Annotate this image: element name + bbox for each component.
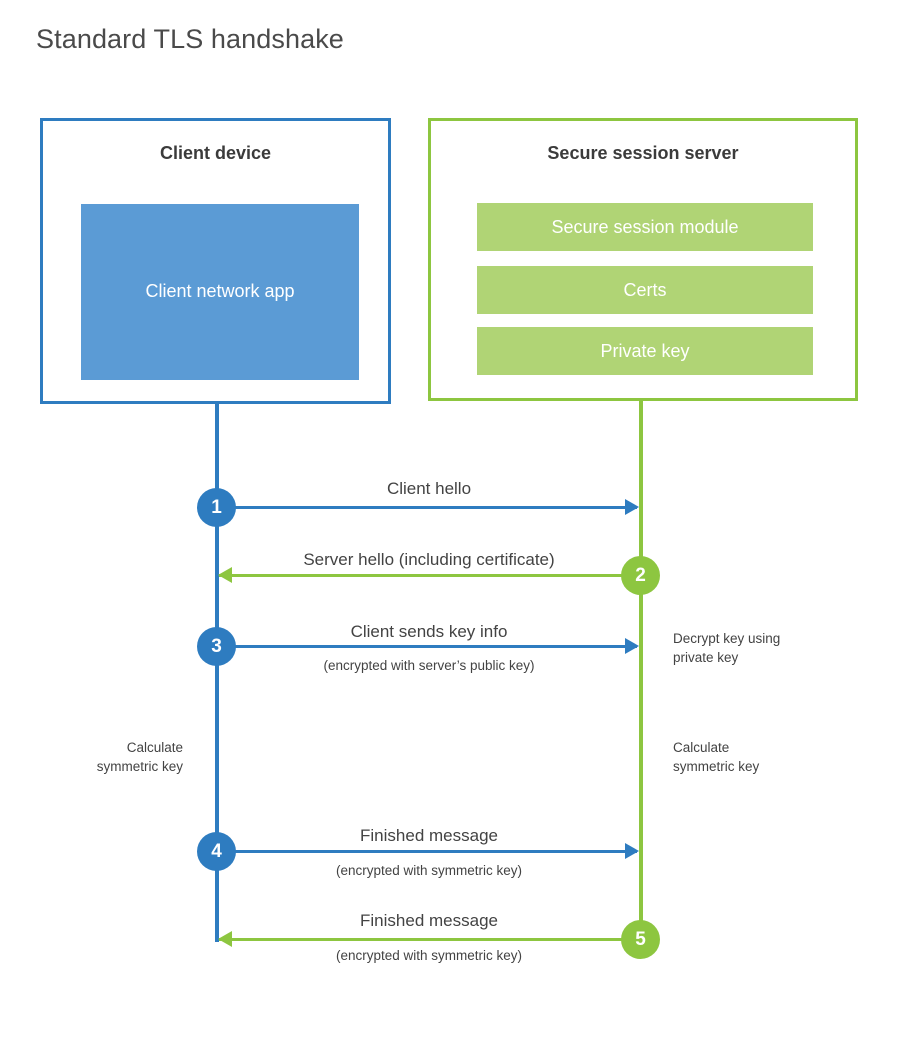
message-2-label: Server hello (including certificate): [303, 550, 555, 569]
client-network-app-block: Client network app: [81, 204, 359, 380]
note-client-calculate-symmetric-key: Calculate symmetric key: [96, 740, 183, 775]
message-1-label: Client hello: [386, 479, 472, 498]
client-lifeline: [215, 401, 219, 942]
step-marker-5: 5: [621, 920, 660, 959]
client-device-title: Client device: [159, 143, 272, 163]
message-5-sublabel: (encrypted with symmetric key): [335, 948, 523, 963]
message-4-arrowhead-icon: [625, 843, 639, 859]
note-decrypt-key: Decrypt key using private key: [673, 631, 781, 666]
certs-block: Certs: [477, 266, 813, 314]
secure-session-module-block: Secure session module: [477, 203, 813, 251]
secure-session-server-box: Secure session server Secure session mod…: [428, 118, 858, 401]
message-5-arrow-line: [219, 938, 639, 941]
message-4-arrow-line: [217, 850, 637, 853]
step-marker-2: 2: [621, 556, 660, 595]
message-2-arrow-line: [219, 574, 639, 577]
message-5-arrowhead-icon: [218, 931, 232, 947]
message-4-label: Finished message: [360, 826, 498, 845]
message-5-label: Finished message: [360, 911, 498, 930]
message-3-arrowhead-icon: [625, 638, 639, 654]
server-lifeline: [639, 399, 643, 940]
message-1-arrowhead-icon: [625, 499, 639, 515]
message-2-arrowhead-icon: [218, 567, 232, 583]
step-marker-4: 4: [197, 832, 236, 871]
page-title: Standard TLS handshake: [36, 24, 344, 54]
message-3-arrow-line: [217, 645, 637, 648]
private-key-block: Private key: [477, 327, 813, 375]
secure-session-server-title: Secure session server: [547, 143, 739, 163]
note-server-calculate-symmetric-key: Calculate symmetric key: [673, 740, 760, 775]
message-4-sublabel: (encrypted with symmetric key): [335, 863, 523, 878]
message-1-arrow-line: [217, 506, 637, 509]
message-3-label: Client sends key info: [350, 622, 508, 641]
client-device-box: Client device Client network app: [40, 118, 391, 404]
step-marker-1: 1: [197, 488, 236, 527]
step-marker-3: 3: [197, 627, 236, 666]
message-3-sublabel: (encrypted with server’s public key): [323, 658, 535, 673]
